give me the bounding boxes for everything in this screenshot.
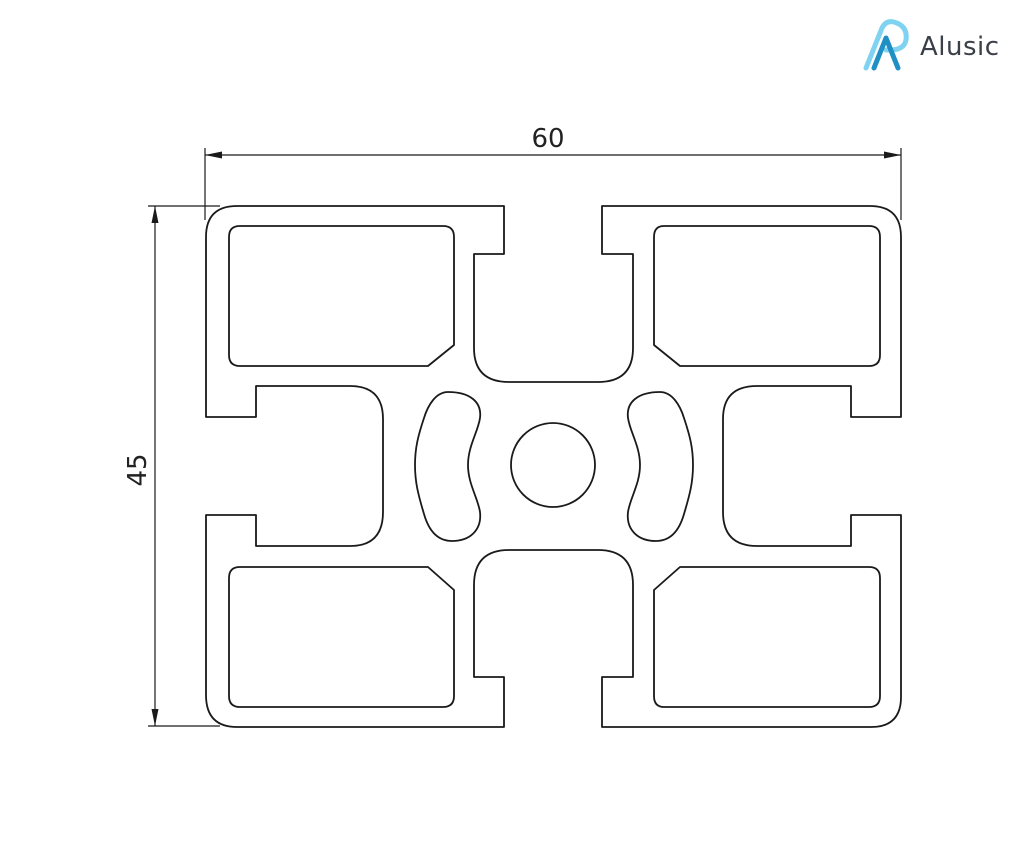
center-bore — [510, 422, 596, 508]
brand-logo: Alusic — [860, 18, 1020, 74]
dimension-lines — [148, 148, 902, 727]
alusic-logo-icon — [863, 19, 909, 71]
pocket-bottom-right — [653, 566, 881, 708]
width-arrow-right — [884, 151, 901, 159]
pocket-bottom-left — [228, 566, 455, 708]
height-arrow-top — [151, 206, 159, 223]
outer-corner-top-left — [205, 205, 902, 728]
height-dimension-label: 45 — [123, 453, 153, 486]
profile-outline — [205, 205, 902, 728]
width-dimension-label: 60 — [531, 124, 564, 154]
height-arrow-bottom — [151, 709, 159, 726]
pocket-top-left — [228, 225, 455, 367]
brand-name: Alusic — [920, 32, 1000, 62]
width-arrow-left — [205, 151, 222, 159]
kidney-cavity-left — [414, 391, 482, 542]
pocket-top-right — [653, 225, 881, 367]
kidney-cavity-right — [626, 391, 694, 542]
